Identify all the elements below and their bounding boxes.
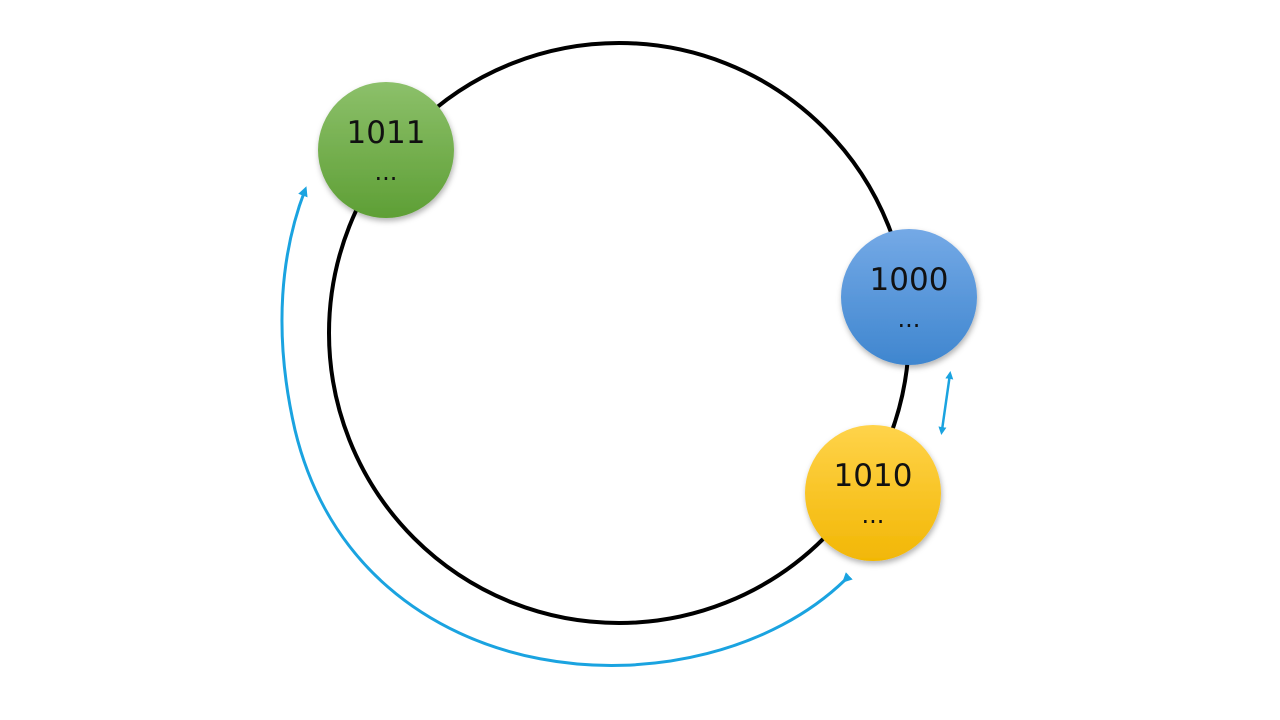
node-1010-label: 1010 <box>834 458 913 494</box>
short-double-arrow <box>938 371 954 435</box>
node-1011-ellipsis: ... <box>375 158 398 186</box>
long-arc-arrow <box>280 186 853 667</box>
node-1000-label: 1000 <box>870 262 949 298</box>
node-1011-label: 1011 <box>347 115 426 151</box>
node-1000-ellipsis: ... <box>898 305 921 333</box>
node-1011 <box>318 82 454 218</box>
node-1000 <box>841 229 977 365</box>
node-1010 <box>805 425 941 561</box>
node-1010-ellipsis: ... <box>862 501 885 529</box>
node-1011-circle <box>318 82 454 218</box>
node-1000-circle <box>841 229 977 365</box>
node-1010-circle <box>805 425 941 561</box>
